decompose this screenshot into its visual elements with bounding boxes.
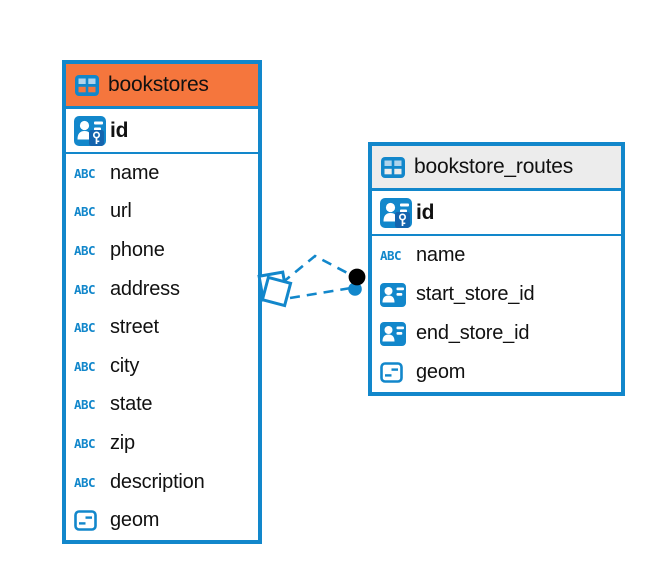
column-name: description	[110, 470, 205, 493]
column-row[interactable]: id	[66, 109, 258, 152]
column-row[interactable]: ABC state	[66, 385, 258, 425]
relationship-line[interactable]	[281, 254, 356, 285]
text-type-icon: ABC	[74, 474, 96, 490]
primary-key-section: id	[66, 109, 258, 154]
text-type-icon: ABC	[74, 397, 96, 413]
primary-key-icon	[380, 197, 412, 228]
columns-section: ABC name start_store_id end_store_id geo…	[372, 236, 621, 392]
column-row[interactable]: id	[372, 191, 621, 234]
column-name: end_store_id	[416, 322, 530, 344]
column-row[interactable]: geom	[372, 353, 621, 392]
table-header[interactable]: bookstores	[66, 64, 258, 109]
column-type-icon-slot	[380, 197, 416, 228]
table-title: bookstore_routes	[414, 155, 574, 178]
column-name: city	[110, 354, 140, 377]
column-type-icon-slot	[74, 510, 110, 531]
column-type-icon-slot	[380, 282, 416, 307]
text-type-icon: ABC	[74, 165, 96, 181]
column-row[interactable]: ABC name	[372, 236, 621, 275]
column-row[interactable]: ABC zip	[66, 424, 258, 463]
text-type-icon: ABC	[74, 358, 96, 374]
primary-key-section: id	[372, 191, 621, 236]
column-row[interactable]: ABC description	[66, 462, 258, 502]
column-type-icon-slot: ABC	[74, 320, 110, 335]
column-row[interactable]: geom	[66, 501, 258, 540]
column-row[interactable]: start_store_id	[372, 275, 621, 314]
column-type-icon-slot: ABC	[74, 436, 110, 451]
text-type-icon: ABC	[74, 204, 96, 220]
column-type-icon-slot: ABC	[74, 397, 110, 412]
column-row[interactable]: ABC phone	[66, 231, 258, 270]
column-type-icon-slot	[380, 321, 416, 346]
primary-key-icon	[74, 115, 106, 146]
text-type-icon: ABC	[74, 281, 96, 297]
relationship-line[interactable]	[289, 286, 352, 300]
column-name: geom	[416, 361, 466, 383]
column-type-icon-slot: ABC	[380, 248, 416, 263]
column-type-icon-slot	[74, 115, 110, 146]
table-header[interactable]: bookstore_routes	[372, 146, 621, 191]
relationship-dot-marker[interactable]	[348, 282, 362, 296]
column-row[interactable]: ABC address	[66, 269, 258, 309]
text-type-icon: ABC	[380, 248, 402, 263]
column-name: address	[110, 277, 180, 300]
table-icon	[381, 156, 405, 178]
column-type-icon-slot	[380, 362, 416, 383]
geometry-type-icon	[380, 362, 403, 383]
column-name: start_store_id	[416, 283, 535, 305]
column-type-icon-slot: ABC	[74, 475, 110, 490]
relationship-diamond-marker[interactable]	[260, 275, 293, 308]
column-row[interactable]: ABC city	[66, 346, 258, 386]
column-name: street	[110, 316, 159, 339]
entity-table-bookstores[interactable]: bookstores id ABC name ABC url ABC phone…	[62, 60, 262, 544]
column-name: name	[416, 244, 466, 266]
column-name: phone	[110, 238, 165, 261]
foreign-key-icon	[380, 282, 406, 307]
text-type-icon: ABC	[74, 320, 96, 336]
column-name: state	[110, 393, 153, 416]
column-name: id	[416, 200, 435, 224]
column-name: id	[110, 118, 129, 142]
foreign-key-icon	[380, 321, 406, 346]
text-type-icon: ABC	[74, 435, 96, 451]
column-name: zip	[110, 431, 135, 454]
column-name: name	[110, 161, 160, 184]
table-icon	[75, 74, 99, 96]
relationship-dot-marker[interactable]	[348, 268, 366, 286]
column-row[interactable]: ABC name	[66, 154, 258, 193]
geometry-type-icon	[74, 510, 97, 531]
column-name: url	[110, 200, 132, 223]
columns-section: ABC name ABC url ABC phone ABC address A…	[66, 154, 258, 540]
column-type-icon-slot: ABC	[74, 282, 110, 297]
table-title: bookstores	[108, 73, 209, 96]
column-type-icon-slot: ABC	[74, 166, 110, 181]
column-type-icon-slot: ABC	[74, 204, 110, 219]
column-name: geom	[110, 509, 160, 532]
column-type-icon-slot: ABC	[74, 359, 110, 374]
column-type-icon-slot: ABC	[74, 243, 110, 258]
text-type-icon: ABC	[74, 242, 96, 258]
column-row[interactable]: ABC street	[66, 308, 258, 347]
entity-table-bookstore-routes[interactable]: bookstore_routes id ABC name start_store…	[368, 142, 625, 396]
relationship-connector	[257, 254, 366, 308]
column-row[interactable]: end_store_id	[372, 314, 621, 353]
column-row[interactable]: ABC url	[66, 192, 258, 232]
